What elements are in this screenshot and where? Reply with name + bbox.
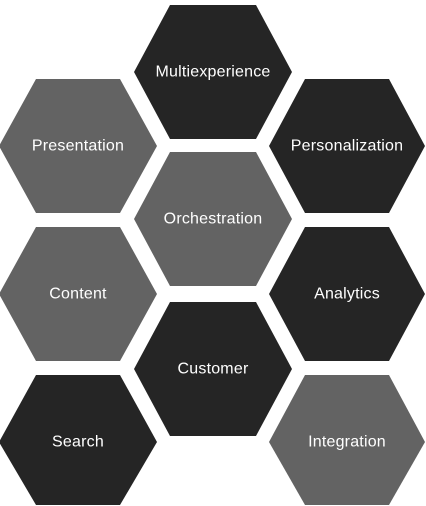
hex-presentation: Presentation: [0, 79, 157, 213]
hex-integration-shape: [269, 375, 425, 505]
hex-integration-label: Integration: [308, 434, 386, 451]
hex-presentation-label: Presentation: [32, 138, 124, 155]
hex-content: Content: [0, 227, 157, 361]
hex-analytics: Analytics: [269, 227, 425, 361]
hex-analytics-label: Analytics: [314, 286, 380, 303]
hex-orchestration: Orchestration: [134, 152, 292, 286]
hex-content-shape: [0, 227, 157, 361]
hex-search-shape: [0, 375, 157, 505]
hex-customer: Customer: [134, 302, 292, 436]
hex-customer-shape: [134, 302, 292, 436]
hex-multiexperience-shape: [134, 5, 292, 139]
hex-content-label: Content: [49, 286, 107, 303]
hex-presentation-shape: [0, 79, 157, 213]
hex-integration: Integration: [269, 375, 425, 505]
hex-multiexperience: Multiexperience: [134, 5, 292, 139]
hex-customer-label: Customer: [178, 361, 249, 378]
hex-search: Search: [0, 375, 157, 505]
hex-multiexperience-label: Multiexperience: [155, 64, 270, 81]
hex-personalization: Personalization: [269, 79, 425, 213]
hex-analytics-shape: [269, 227, 425, 361]
hex-search-label: Search: [52, 434, 104, 451]
hex-orchestration-shape: [134, 152, 292, 286]
hex-personalization-shape: [269, 79, 425, 213]
hex-personalization-label: Personalization: [291, 138, 403, 155]
hex-orchestration-label: Orchestration: [164, 211, 263, 228]
